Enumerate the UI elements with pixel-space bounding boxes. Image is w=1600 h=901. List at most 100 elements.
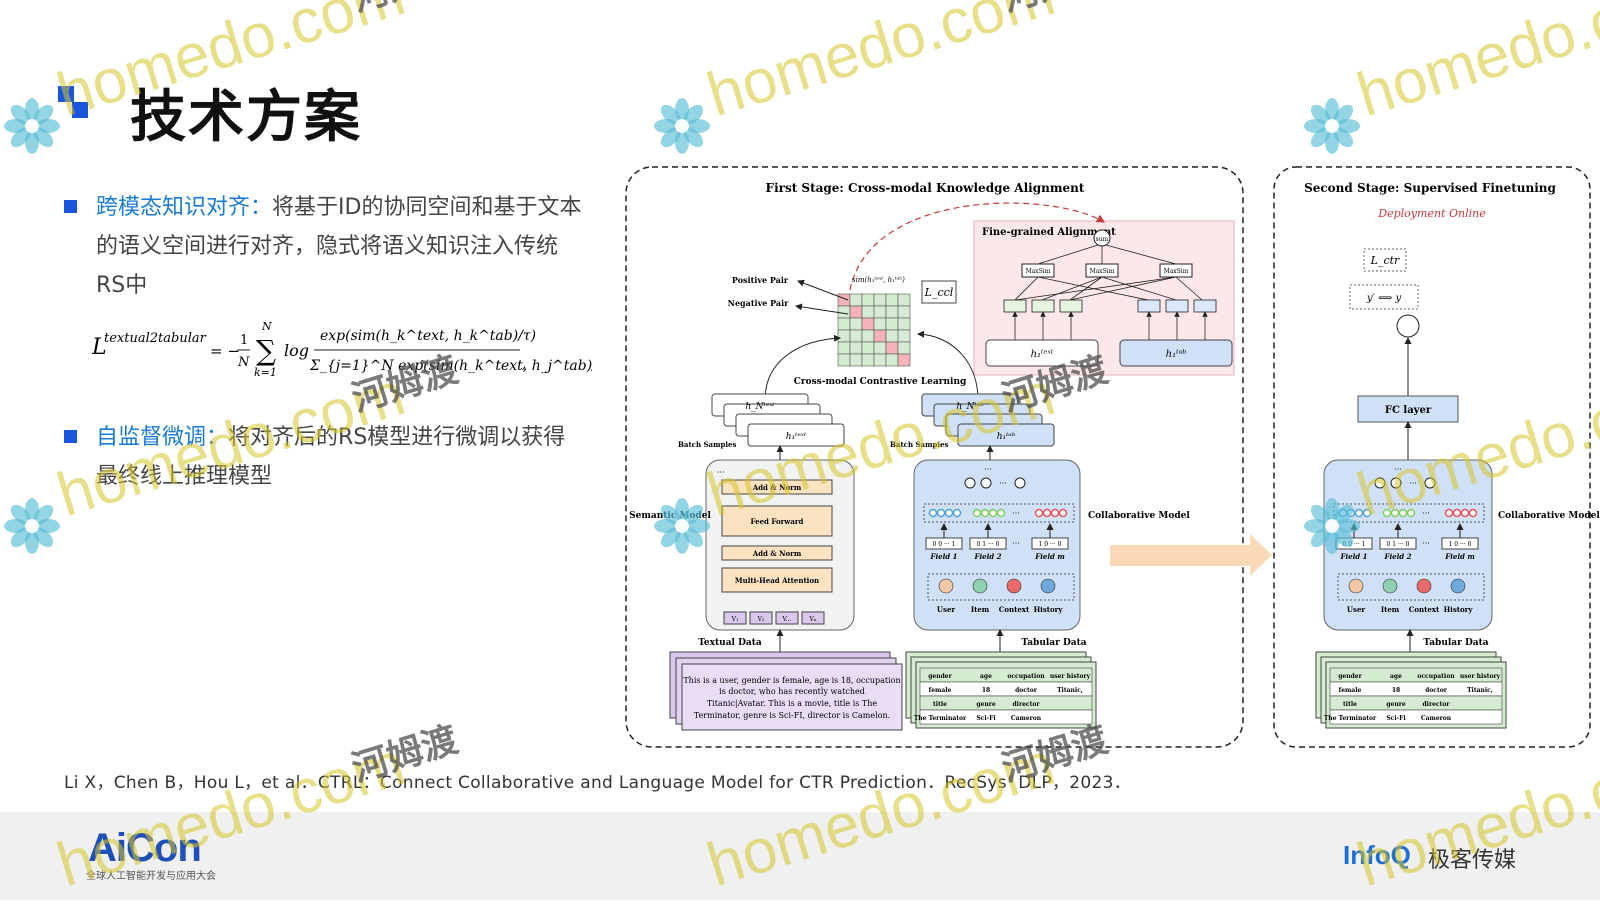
embedding-dot — [1444, 508, 1454, 518]
stage1-title: First Stage: Cross-modal Knowledge Align… — [766, 181, 1085, 195]
h1-tab-box — [1119, 339, 1233, 367]
table-cell: title — [933, 701, 947, 708]
h1-text-box — [985, 339, 1099, 367]
matrix-cell — [849, 353, 863, 367]
matrix-cell — [849, 305, 863, 319]
matrix-cell — [861, 293, 875, 307]
dots: ··· — [1012, 539, 1020, 548]
table-row — [919, 709, 1093, 725]
embedding-dot — [996, 508, 1006, 518]
loss-ctr-box — [1363, 248, 1407, 272]
table-cell: user history — [1460, 673, 1501, 680]
embedding-dot — [936, 508, 946, 518]
add-norm-1: Add & Norm — [752, 483, 802, 492]
alignment-arc — [849, 202, 1106, 291]
output-node — [980, 477, 992, 489]
hN-tab-label: h_Nᵗᵃᵇ — [956, 402, 984, 412]
matrix-cell — [885, 341, 899, 355]
stage1-box — [625, 166, 1244, 748]
table-row — [1329, 709, 1503, 725]
formula-sum-sign: ∑ — [256, 334, 276, 367]
formula-numerator: exp(sim(h_k^text, h_k^tab)/τ) — [320, 328, 536, 344]
negative-pair-label: Negative Pair — [728, 298, 789, 308]
batch-samples-label: Batch Samples — [678, 440, 736, 449]
table-cell: age — [1390, 673, 1402, 680]
collaborative-model-label: Collaborative Model — [1088, 511, 1190, 521]
field-code: 1 0 ··· 0 — [1039, 541, 1062, 548]
positive-pair-label: Positive Pair — [732, 275, 789, 285]
matrix-cell — [837, 317, 851, 331]
dots: ··· — [1422, 539, 1430, 548]
matrix-cell — [897, 353, 911, 367]
dots: ··· — [1012, 509, 1020, 518]
prediction-label: y′ ⟺ y — [1366, 293, 1402, 304]
matrix-cell — [885, 305, 899, 319]
matrix-cell — [861, 305, 875, 319]
embedding-dot — [1382, 508, 1392, 518]
embedding-dot — [1058, 508, 1068, 518]
matrix-cell — [885, 353, 899, 367]
table-cell: Cameron — [1421, 715, 1452, 722]
token-vectors-text — [1003, 299, 1217, 313]
token: Vₙ — [809, 616, 817, 623]
matrix-cell — [897, 293, 911, 307]
loss-formula: L textual2tabular = − 1 N N ∑ k=1 log ex… — [91, 320, 610, 390]
multi-head-attention: Multi-Head Attention — [735, 576, 819, 585]
batch-samples-label: Batch Samples — [890, 440, 948, 449]
matrix-cell — [897, 317, 911, 331]
tabular-data-label-2: Tabular Data — [1423, 638, 1488, 648]
table-cell: 18 — [1392, 687, 1400, 694]
table-cell: The Terminator — [914, 715, 967, 722]
maxsim-label: MaxSim — [1090, 268, 1115, 275]
token: V₁ — [731, 616, 739, 623]
bullet-sep: ： — [250, 195, 273, 220]
footer-bar — [0, 812, 1600, 900]
field-code: 0 0 ··· 1 — [1343, 541, 1366, 548]
bullet-keyword: 跨模态知识对齐 — [96, 195, 251, 220]
reference-citation: Li X，Chen B，Hou L，et al．CTRL：Connect Col… — [64, 773, 1132, 793]
formula-sum-bot: k=1 — [254, 366, 277, 379]
entity-row — [927, 573, 1075, 601]
h1-text-label: h₁ᵗᵉˣᵗ — [1031, 349, 1054, 360]
fc-layer-box — [1357, 395, 1459, 423]
embedding-dot — [1390, 508, 1400, 518]
collaborative-model-label-2: Collaborative Model — [1498, 511, 1600, 521]
matrix-cell — [873, 317, 887, 331]
table-cell: The Terminator — [1324, 715, 1377, 722]
table-cell: doctor — [1425, 687, 1448, 694]
formula-eq: = − — [210, 342, 240, 360]
table-cell: gender — [1338, 673, 1362, 680]
table-cell: 18 — [982, 687, 990, 694]
token: V₂ — [757, 616, 765, 623]
sigmoid-node — [1396, 314, 1420, 338]
bullet-square-icon — [64, 200, 77, 213]
embedding-dot — [1468, 508, 1478, 518]
field-label: Field 2 — [974, 552, 1002, 561]
textual-data-label: Textual Data — [698, 638, 762, 648]
formula-svg: L textual2tabular = − 1 N N ∑ k=1 log ex… — [91, 320, 610, 379]
dots: ··· — [999, 479, 1007, 488]
output-node — [1374, 477, 1386, 489]
table-cell: occupation — [1417, 673, 1455, 680]
h1-text-batch-label: h₁ᵗᵉˣᵗ — [786, 432, 807, 442]
matrix-cell — [861, 353, 875, 367]
bullet-text: 跨模态知识对齐：将基于ID的协同空间和基于文本的语义空间进行对齐，隐式将语义知识… — [96, 188, 584, 305]
aicon-subtitle: 全球人工智能开发与应用大会 — [86, 871, 216, 882]
maxsim-lines — [1014, 244, 1203, 301]
h1-tab-batch-label: h₁ᵗᵃᵇ — [997, 432, 1016, 442]
infoq-subtitle: 极客传媒 — [1428, 848, 1517, 873]
h1-tab-label: h₁ᵗᵃᵇ — [1166, 349, 1187, 360]
bullet-square-icon — [64, 430, 77, 443]
entity-label: Context — [999, 605, 1030, 614]
title-accent-square — [72, 102, 88, 118]
matrix-cell — [849, 341, 863, 355]
table-cell: director — [1422, 701, 1450, 708]
field-label: Field 2 — [1384, 552, 1412, 561]
prediction-box — [1349, 284, 1419, 310]
matrix-cell — [873, 293, 887, 307]
dots: ··· — [984, 465, 992, 474]
table-cell: genre — [976, 701, 996, 708]
bullet-sep: ： — [206, 425, 229, 450]
sim-label: sim(h₁ᵗᵉˣᵗ, h₁ᵗᵃᵇ) — [852, 276, 905, 284]
